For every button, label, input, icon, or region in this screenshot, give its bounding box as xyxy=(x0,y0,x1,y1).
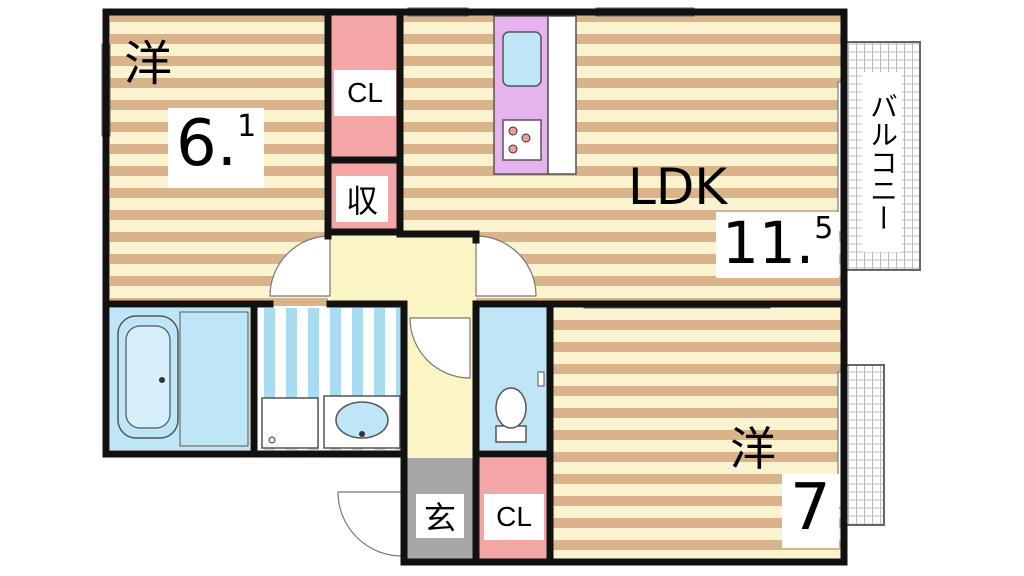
closet-1-label: CL xyxy=(334,70,396,116)
western-room-2-label: 洋 xyxy=(730,426,776,472)
western-room-1-size-sup: 1 xyxy=(237,109,257,144)
ldk-label: LDK xyxy=(628,162,727,212)
door-swing-western-1 xyxy=(269,235,331,297)
ldk-size-sup: 5 xyxy=(814,211,834,246)
ldk-size-main: 11. xyxy=(722,209,815,277)
western-room-1-label: 洋 xyxy=(124,40,172,88)
washing-machine-icon xyxy=(261,397,319,449)
western-room-2-size: 7 xyxy=(782,474,839,548)
door-swing-ldk xyxy=(475,235,537,297)
kitchen-back-counter xyxy=(547,15,577,175)
western-room-1-kanji: 洋 xyxy=(124,36,173,92)
western-room-1-size: 6.1 xyxy=(168,107,265,188)
sink-icon xyxy=(502,31,542,87)
entrance-label: 玄 xyxy=(416,494,464,538)
ldk-size: 11.5 xyxy=(716,209,840,278)
door-swing-entrance xyxy=(337,491,403,557)
western-room-2-size-main: 7 xyxy=(790,471,831,545)
ldk-name: LDK xyxy=(628,158,728,216)
western-room-1-size-main: 6. xyxy=(176,107,238,181)
balcony-lower xyxy=(845,364,885,526)
door-swing-washroom xyxy=(409,317,471,379)
western-room-2-kanji: 洋 xyxy=(730,422,776,476)
walls xyxy=(102,8,848,566)
storage-label: 収 xyxy=(336,176,388,222)
closet-2-label: CL xyxy=(484,494,544,540)
balcony-label: バルコニー xyxy=(862,72,902,252)
